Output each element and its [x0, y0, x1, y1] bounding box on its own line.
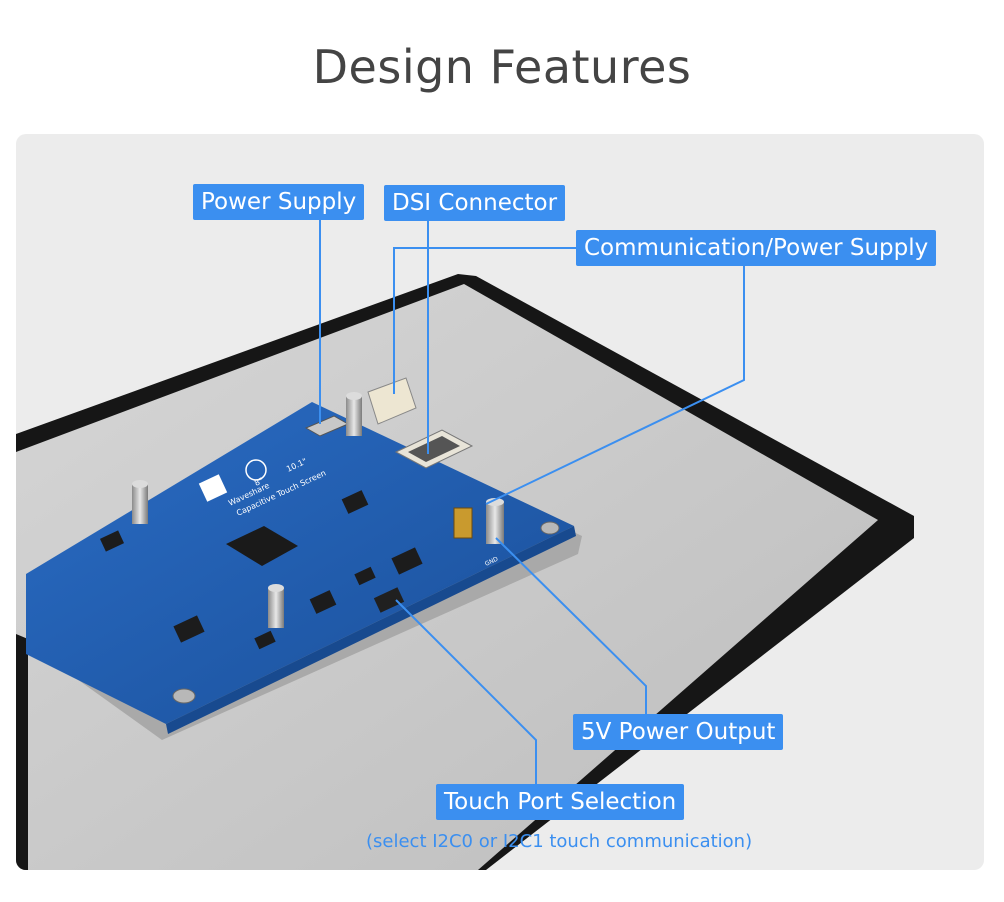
pcb-edge: [166, 526, 576, 734]
display-back: [16, 634, 28, 870]
product-illustration: Waveshare 8" 10.1" Capacitive Touch Scre…: [16, 220, 914, 870]
standoff-3: [268, 588, 284, 628]
standoff-4: [486, 502, 504, 544]
power-output-header: [453, 507, 473, 539]
callout-dsi-connector: DSI Connector: [384, 185, 566, 221]
leader-lines: [319, 220, 745, 784]
ic-3: [309, 590, 337, 614]
callout-5v-power-output: 5V Power Output: [573, 714, 784, 750]
leader-touch: [395, 599, 537, 784]
ic-1: [173, 615, 205, 643]
standoff-1: [346, 396, 362, 436]
brand-logo: [198, 474, 228, 502]
ic-5: [99, 530, 125, 552]
pcb-board: [26, 402, 574, 724]
screw-2: [540, 521, 560, 535]
touch-port-note: (select I2C0 or I2C1 touch communication…: [366, 831, 753, 852]
ic-6: [254, 630, 276, 650]
leader-comm-top: [393, 247, 576, 394]
product-image-panel: Waveshare 8" 10.1" Capacitive Touch Scre…: [16, 134, 984, 870]
leader-5v: [495, 537, 647, 714]
ic-7: [354, 566, 376, 586]
callout-power-supply: Power Supply: [193, 184, 365, 220]
ic-2: [341, 490, 369, 514]
page-title: Design Features: [312, 40, 692, 94]
screw-1: [172, 688, 196, 704]
standoff-2: [132, 484, 148, 524]
callout-comm-power-supply: Communication/Power Supply: [576, 230, 937, 266]
callout-touch-port-selection: Touch Port Selection: [436, 784, 685, 820]
logo-circle: [245, 459, 267, 481]
board-size-8: 8": [253, 476, 265, 488]
leader-comm-bottom: [485, 266, 745, 505]
touch-port-jumper: [373, 587, 405, 613]
main-chip: [226, 526, 298, 566]
ic-4: [391, 547, 423, 575]
